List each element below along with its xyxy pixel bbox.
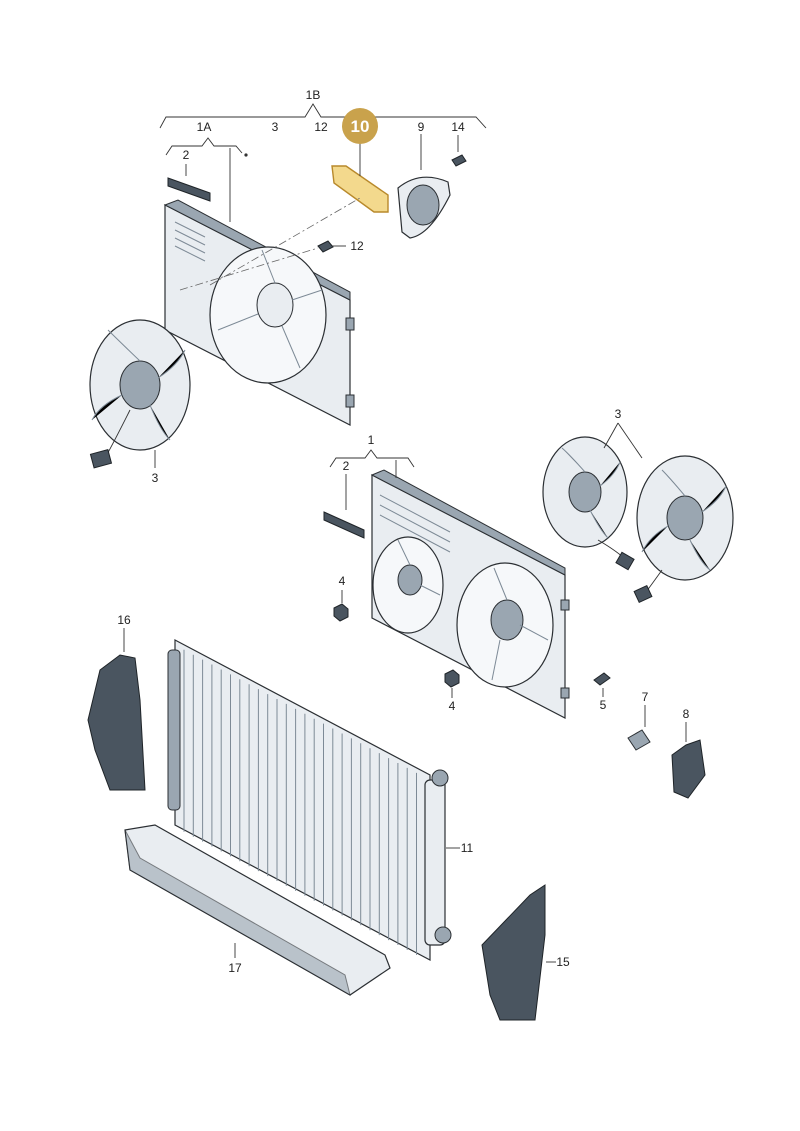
label-1B: 1B (306, 88, 321, 102)
label-5: 5 (600, 698, 607, 712)
radiator-11 (167, 639, 460, 961)
label-3-fan-left: 3 (152, 471, 159, 485)
label-15: 15 (556, 955, 570, 969)
label-2-middle: 2 (343, 459, 350, 473)
label-8: 8 (683, 707, 690, 721)
bracket-1 (329, 449, 415, 468)
clip-7 (627, 705, 651, 751)
fan-motor-right-2 (633, 455, 734, 604)
callout-3-right-leaders (603, 422, 643, 459)
label-4-lower: 4 (449, 699, 456, 713)
fan-motor-right-1 (542, 436, 635, 571)
nut-4-upper (333, 590, 349, 622)
label-1: 1 (368, 433, 375, 447)
fan-shroud-dual (370, 460, 570, 719)
label-2-top: 2 (183, 148, 190, 162)
air-guide-15 (481, 884, 556, 1021)
callout-badge-circle (342, 108, 378, 144)
label-3-fan-right: 3 (615, 407, 622, 421)
label-14: 14 (451, 120, 465, 134)
label-9: 9 (418, 120, 425, 134)
screw-12 (179, 240, 346, 291)
label-7: 7 (642, 690, 649, 704)
label-strip-2-upper (167, 164, 211, 202)
label-17: 17 (228, 961, 242, 975)
screw-14 (451, 135, 467, 167)
air-guide-16 (87, 628, 146, 791)
fan-shroud-upper (163, 148, 355, 426)
bracket-10-highlighted (209, 142, 389, 286)
screw-5 (593, 672, 611, 697)
label-strip-2-middle (323, 474, 365, 539)
callout-badge-10[interactable]: 10 (342, 108, 378, 144)
label-12-screw: 12 (350, 239, 364, 253)
radiator-fins (183, 649, 417, 955)
callout-number-10: 10 (351, 117, 370, 136)
bracket-1B (159, 103, 487, 129)
nut-4-lower (444, 669, 460, 698)
bracket-1A (165, 137, 248, 157)
label-12-top: 12 (314, 120, 328, 134)
label-3-top: 3 (272, 120, 279, 134)
air-duct-17 (124, 824, 391, 997)
label-16: 16 (117, 613, 131, 627)
label-1A: 1A (197, 120, 212, 134)
motor-housing-9 (397, 134, 451, 239)
fan-motor-left (89, 319, 191, 469)
label-4-upper: 4 (339, 574, 346, 588)
bracket-8 (671, 722, 706, 799)
label-11: 11 (461, 841, 474, 855)
